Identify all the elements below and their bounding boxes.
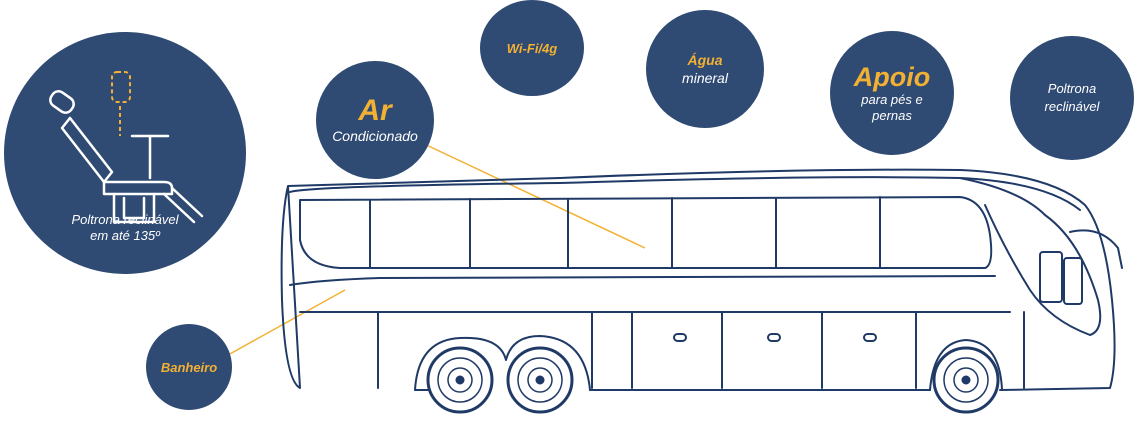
ar-subtitle: Condicionado	[332, 128, 418, 144]
ar-title: Ar	[358, 94, 392, 127]
badge-poltrona-reclinavel-135: Poltrona reclinável em até 135º	[4, 32, 246, 274]
badge-apoio: Apoio para pés e pernas	[830, 31, 954, 155]
window-band	[299, 196, 993, 269]
wheel-rear-2	[506, 346, 574, 414]
apoio-subtitle-line2: pernas	[872, 108, 912, 123]
reclinavel-line1: Poltrona reclinável	[71, 212, 179, 227]
wheel-front	[932, 346, 1000, 414]
agua-title: Água	[687, 52, 723, 68]
poltrona-line1: Poltrona	[1047, 81, 1097, 96]
apoio-title: Apoio	[853, 62, 931, 92]
wheel-rear-1	[426, 346, 494, 414]
wifi-title: Wi-Fi/4g	[506, 40, 558, 56]
apoio-subtitle-line1: para pés e	[861, 92, 923, 107]
badge-poltrona-reclinavel: Poltrona reclinável	[1010, 36, 1134, 160]
reclining-seat-icon	[49, 71, 204, 224]
badge-ar-condicionado: Ar Condicionado	[316, 61, 434, 179]
banheiro-title: Banheiro	[160, 359, 218, 375]
badge-agua-mineral: Água mineral	[646, 10, 764, 128]
bus-body	[280, 168, 1116, 391]
badge-banheiro: Banheiro	[146, 324, 232, 410]
agua-subtitle: mineral	[682, 70, 728, 86]
badge-wifi: Wi-Fi/4g	[480, 0, 584, 96]
reclinavel-line2: em até 135º	[90, 228, 160, 243]
poltrona-line2: reclinável	[1044, 99, 1100, 114]
ar-leader-line	[419, 141, 646, 249]
banheiro-leader-line	[227, 289, 346, 356]
